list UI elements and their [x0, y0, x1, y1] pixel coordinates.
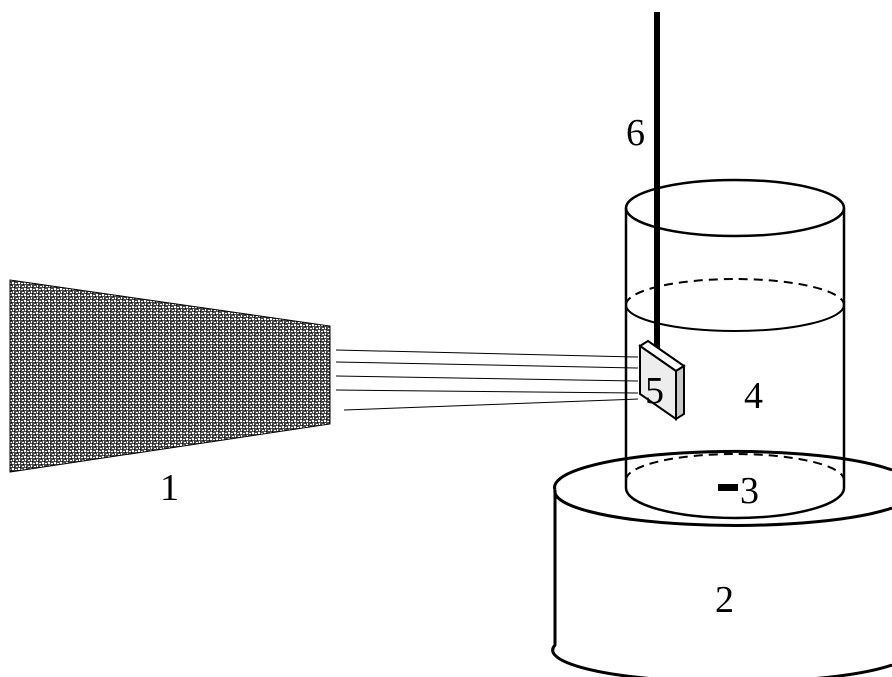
solution-surface	[625, 278, 845, 332]
label-sample: 5	[645, 370, 664, 412]
label-stirrer: 2	[715, 579, 734, 621]
label-electrode: 6	[626, 112, 645, 154]
sample-plate	[638, 339, 686, 421]
label-stir-bar: 3	[740, 470, 759, 512]
light-beams	[335, 349, 639, 411]
stir-bar	[718, 484, 738, 491]
beaker	[624, 178, 846, 520]
electrode-rod	[654, 12, 660, 358]
beaker-bottom	[625, 453, 845, 481]
light-source	[9, 279, 331, 473]
label-light-source: 1	[160, 467, 179, 509]
label-solution: 4	[744, 375, 763, 417]
